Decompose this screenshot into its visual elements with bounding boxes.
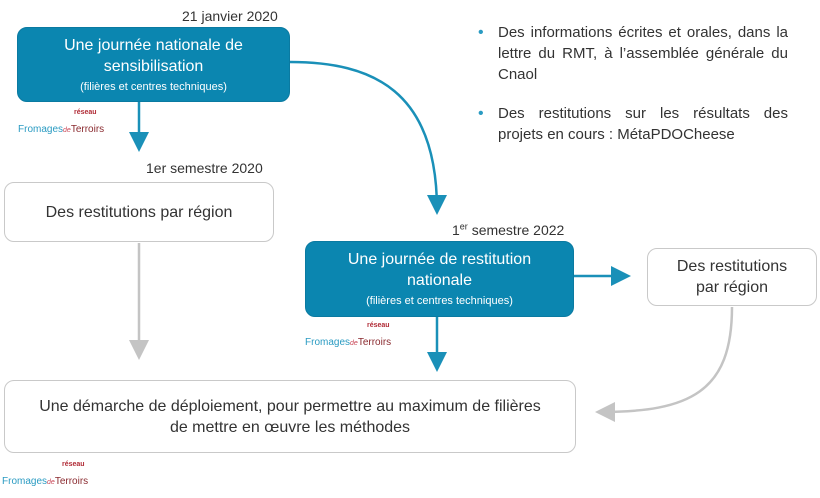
logo-wordmark: FromagesdeTerroirs <box>18 124 105 135</box>
box-deployment-approach: Une démarche de déploiement, pour permet… <box>4 380 576 453</box>
box-title-line2: par région <box>695 279 769 296</box>
logo-reseau-text: réseau <box>367 322 390 329</box>
fromages-de-terroirs-logo: réseau FromagesdeTerroirs <box>2 461 102 491</box>
logo-reseau-text: réseau <box>62 461 85 468</box>
box-title-line2: nationale <box>407 272 472 289</box>
arrow-national-day-to-restitution <box>289 60 447 215</box>
logo-wordmark: FromagesdeTerroirs <box>2 476 89 487</box>
box-title-line2: sensibilisation <box>103 57 204 75</box>
bullet-written-oral-info: Des informations écrites et orales, dans… <box>478 22 788 85</box>
box-national-awareness-day: Une journée nationale de sensibilisation… <box>17 27 290 102</box>
box-regional-restitutions: Des restitutions par région <box>4 182 274 242</box>
logo-reseau-text: réseau <box>74 109 97 116</box>
box-title-line1: Une journée nationale de <box>64 36 243 54</box>
box-title-line1: Une journée de restitution <box>347 251 532 268</box>
box-title-line1: Une démarche de déploiement, pour permet… <box>39 397 541 415</box>
fromages-de-terroirs-logo: réseau FromagesdeTerroirs <box>305 322 405 352</box>
box-national-restitution-day: Une journée de restitution nationale (fi… <box>305 241 574 317</box>
box-title-line1: Des restitutions <box>676 258 788 275</box>
box-title-line2: de mettre en œuvre les méthodes <box>169 418 411 436</box>
date-label-2020-january: 21 janvier 2020 <box>182 8 278 24</box>
box-title: Des restitutions par région <box>45 203 233 221</box>
arrow-regions2-to-deployment <box>595 306 734 422</box>
date-label-2020-semester: 1er semestre 2020 <box>146 160 263 176</box>
box-subtitle: (filières et centres techniques) <box>80 80 227 93</box>
box-regional-restitutions-2: Des restitutions par région <box>647 248 817 306</box>
fromages-de-terroirs-logo: réseau FromagesdeTerroirs <box>18 109 118 139</box>
bullet-project-results: Des restitutions sur les résultats des p… <box>478 103 788 145</box>
date-label-2022-semester: 1er semestre 2022 <box>452 221 565 238</box>
logo-wordmark: FromagesdeTerroirs <box>305 337 392 348</box>
box-subtitle: (filières et centres techniques) <box>366 295 513 307</box>
info-bullet-list: Des informations écrites et orales, dans… <box>478 22 788 163</box>
